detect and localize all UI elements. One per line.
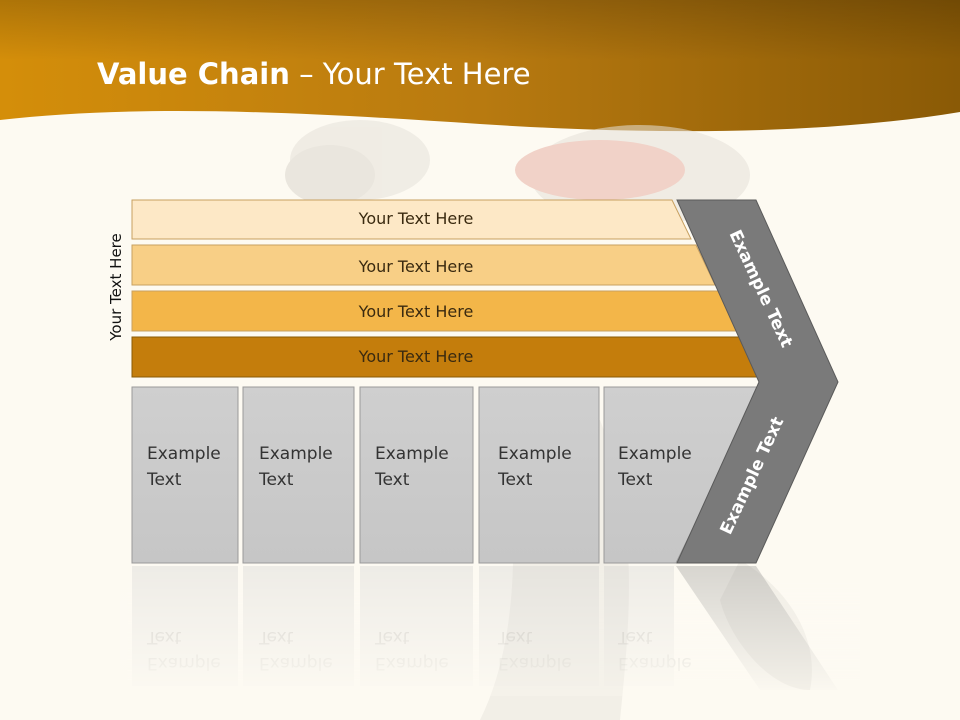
- box-4-line2: Text: [497, 470, 533, 490]
- title-bold: Value Chain: [97, 57, 290, 91]
- box-1-line2: Text: [146, 470, 182, 490]
- bar-1-shape: [131, 199, 692, 240]
- header-band: [0, 0, 960, 132]
- box-5: [603, 386, 763, 564]
- box-1: [131, 386, 239, 564]
- box-2: [242, 386, 355, 564]
- box-2-line2: Text: [258, 470, 294, 490]
- chevron-shape: [676, 199, 839, 564]
- box-4-line1: Example: [498, 444, 572, 464]
- box-1-line1: Example: [147, 444, 221, 464]
- bar-1-label: Your Text Here: [358, 209, 474, 228]
- box-2-line1: Example: [259, 444, 333, 464]
- box-5-line1: Example: [618, 444, 692, 464]
- page-title: Value Chain – Your Text Here: [97, 52, 531, 96]
- bar-2-label: Your Text Here: [358, 257, 474, 276]
- box-3-line1: Example: [375, 444, 449, 464]
- box-3-line2: Text: [374, 470, 410, 490]
- chevron-arrow: Example Text Example Text: [676, 199, 839, 564]
- bar-4-label: Your Text Here: [358, 347, 474, 366]
- bar-3-label: Your Text Here: [358, 302, 474, 321]
- box-row: Example Text Example Text Example Text E…: [131, 386, 763, 564]
- bar-stack: Your Text Here Your Text Here Your Text …: [131, 199, 764, 378]
- box-3: [359, 386, 474, 564]
- box-5-line2: Text: [617, 470, 653, 490]
- title-rest: – Your Text Here: [289, 57, 531, 91]
- box-4: [478, 386, 600, 564]
